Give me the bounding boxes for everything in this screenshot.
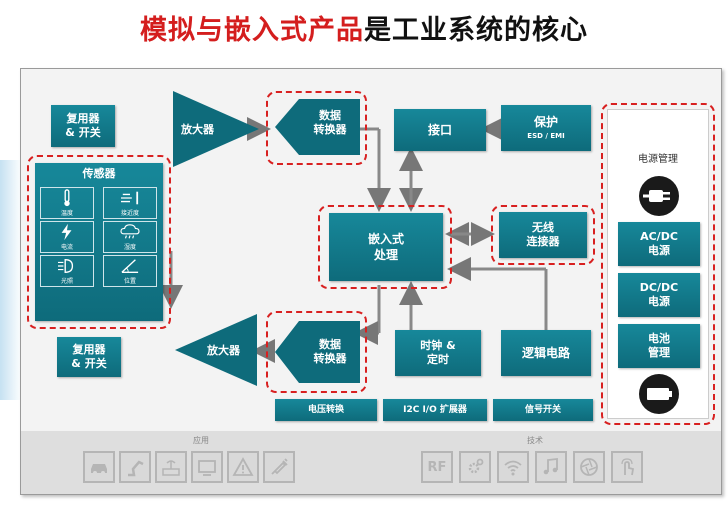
logic-block: 逻辑电路 [501,330,591,376]
power-battery: 电池 管理 [618,324,700,368]
i2c-block: I2C I/O 扩展器 [383,399,487,421]
headlight-icon [58,259,74,273]
signal-switch-label: 信号开关 [524,405,561,415]
sensor-highlight [27,155,171,329]
music-icon[interactable] [535,451,567,483]
sensor-humidity: 湿度 [103,221,157,253]
sensor-temperature: 温度 [40,187,94,219]
mux-switch-top: 复用器 & 开关 [51,105,115,147]
power-dcdc: DC/DC 电源 [618,273,700,317]
voltage-label: 电压转换 [307,405,344,415]
embedded-highlight [318,205,452,289]
warning-icon[interactable] [227,451,259,483]
touch-icon[interactable] [611,451,643,483]
power-highlight [601,103,715,425]
amplifier-top-shape [173,91,259,167]
plug-icon-shape [643,190,670,202]
wireless-highlight [491,205,595,265]
robot-arm-icon[interactable] [119,451,151,483]
battery-icon [639,374,679,414]
power-battery-label: 电池 管理 [648,332,670,359]
footer-bar: 应用 技术 RF [21,431,721,494]
power-dcdc-label: DC/DC 电源 [639,281,679,308]
clock-label: 时钟 & 定时 [420,339,456,366]
protection-block: 保护 ESD / EMI [501,105,591,151]
monitor-icon[interactable] [191,451,223,483]
sensor-current-label: 电流 [60,244,73,251]
dac-highlight [266,311,367,393]
adc-label: 数据 转换器 [313,109,347,136]
sensor-humidity-label: 湿度 [123,244,136,251]
amplifier-bottom-label: 放大器 [207,344,240,357]
power-title: 电源管理 [638,154,678,165]
sensor-light-label: 光照 [60,278,73,285]
signal-switch-block: 信号开关 [493,399,593,421]
adc-highlight [266,91,367,165]
meter-icon[interactable] [155,451,187,483]
sensor-proximity-label: 接近度 [120,210,139,217]
cloud-rain-icon [120,224,140,239]
lightning-icon [61,223,72,241]
protection-label: 保护 [533,115,558,129]
sensor-block: 传感器 [35,163,163,321]
adc-block: 数据 转换器 [275,99,360,155]
embedded-block: 嵌入式 处理 [329,213,443,281]
mux-switch-top-label: 复用器 & 开关 [65,112,101,139]
voltage-block: 电压转换 [275,399,377,421]
rf-icon[interactable]: RF [421,451,453,483]
sensor-light: 光照 [40,255,94,287]
battery-icon-shape [647,388,672,400]
logic-label: 逻辑电路 [521,346,570,360]
rf-text: RF [427,459,447,475]
diagram-frame: 复用器 & 开关 放大器 数据 转换器 接口 保护 ESD / EMI 传感器 … [20,68,722,495]
sensor-current: 电流 [40,221,94,253]
power-acdc-label: AC/DC 电源 [640,230,678,257]
angle-icon [121,259,139,273]
power-panel: 电源管理 AC/DC 电源 DC/DC 电源 电池 管理 [607,109,709,419]
sensor-position-label: 位置 [123,278,136,285]
plug-icon [639,176,679,216]
technology-label: 技术 [527,436,543,445]
interface-label: 接口 [427,123,452,137]
hand-icon [121,191,139,205]
clock-block: 时钟 & 定时 [395,330,481,376]
embedded-label: 嵌入式 处理 [367,232,404,262]
title-highlight: 模拟与嵌入式产品 [140,15,364,46]
adc-shape [275,99,360,155]
page-title: 模拟与嵌入式产品是工业系统的核心 [0,8,728,47]
sensor-position: 位置 [103,255,157,287]
applications-label: 应用 [193,436,209,445]
sensor-proximity: 接近度 [103,187,157,219]
syringe-icon[interactable] [263,451,295,483]
wifi-icon[interactable] [497,451,529,483]
amplifier-bottom: 放大器 [175,314,257,386]
wireless-block: 无线 连接器 [499,212,587,258]
thermometer-icon [64,189,70,207]
mux-switch-bottom-label: 复用器 & 开关 [71,343,107,370]
i2c-label: I2C I/O 扩展器 [403,405,467,415]
dac-label: 数据 转换器 [313,338,347,365]
protection-sub: ESD / EMI [527,132,565,140]
wireless-label: 无线 连接器 [526,221,560,248]
aperture-icon[interactable] [573,451,605,483]
side-glow [0,160,22,400]
interface-block: 接口 [394,109,486,151]
car-icon[interactable] [83,451,115,483]
connection-lines [159,117,548,363]
amplifier-top-label: 放大器 [181,123,214,136]
gear-icon[interactable] [459,451,491,483]
mux-switch-bottom: 复用器 & 开关 [57,337,121,377]
sensor-temperature-label: 温度 [60,210,73,217]
amplifier-bottom-shape [175,314,257,386]
dac-shape [275,321,360,383]
dac-block: 数据 转换器 [275,321,360,383]
title-rest: 是工业系统的核心 [364,15,588,46]
power-acdc: AC/DC 电源 [618,222,700,266]
amplifier-top: 放大器 [173,91,259,167]
sensor-title: 传感器 [82,167,116,180]
